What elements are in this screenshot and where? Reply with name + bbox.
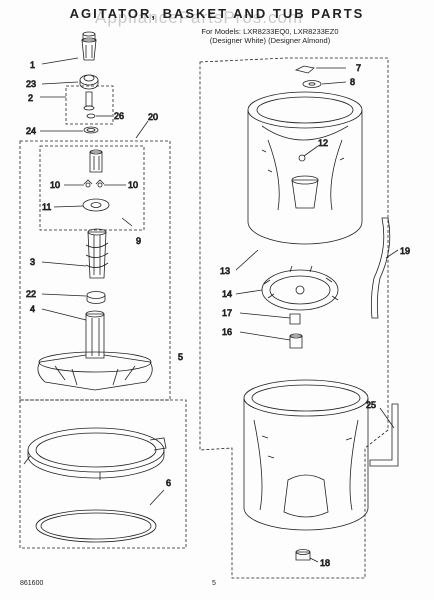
callout-16: 16	[222, 327, 232, 337]
leader-lines	[40, 57, 399, 563]
part-23-cam	[79, 74, 99, 90]
callout-3: 3	[30, 257, 35, 267]
part-7-nut	[294, 65, 315, 74]
part-19-hose	[370, 217, 391, 319]
model-colors: (Designer White) (Designer Almond)	[209, 36, 331, 45]
callout-14: 14	[222, 289, 232, 299]
part-6-ring-seal	[35, 509, 157, 543]
part-18-plug	[295, 549, 311, 561]
part-2-kit-box	[65, 85, 114, 125]
callout-4: 4	[30, 304, 35, 314]
callout-22: 22	[26, 289, 36, 299]
part-17-hub-nut	[289, 313, 301, 325]
callout-12: 12	[318, 138, 328, 148]
part-12-nut	[298, 154, 306, 162]
callout-9: 9	[136, 236, 141, 246]
model-numbers: For Models: LXR8233EQ0, LXR8233EZ0	[201, 27, 339, 36]
callout-2: 2	[28, 93, 33, 103]
part-10-dogs	[83, 179, 105, 188]
part-16-seal	[289, 333, 303, 349]
part-22-bearing	[86, 291, 106, 304]
callout-20: 20	[148, 112, 158, 122]
callout-6: 6	[166, 478, 171, 488]
callout-13: 13	[220, 266, 230, 276]
callout-10-right: 10	[128, 180, 138, 190]
part-20-box	[19, 140, 171, 401]
part-3-auger	[85, 228, 109, 279]
part-9-box	[39, 145, 145, 231]
part-11-retainer	[82, 198, 110, 212]
watermark: AppliancePartsPros.com	[95, 8, 304, 27]
callout-18: 18	[320, 558, 330, 568]
part-5-balance-ring	[23, 427, 167, 480]
part-24-seal	[83, 126, 99, 134]
part-26-spacer	[86, 113, 96, 119]
callout-7: 7	[356, 63, 361, 73]
callout-25: 25	[366, 400, 376, 410]
part-25-outer-tub	[243, 379, 399, 531]
callout-5: 5	[178, 352, 183, 362]
page-number: 5	[212, 580, 216, 587]
callout-23: 23	[26, 79, 36, 89]
callout-17: 17	[222, 308, 232, 318]
callout-10-left: 10	[50, 180, 60, 190]
part-1-agitator-cap	[81, 31, 97, 61]
tub-assembly-outline	[199, 57, 389, 579]
part-14-hub	[261, 265, 339, 311]
part-4-agitator-base	[37, 310, 153, 391]
callout-19: 19	[400, 246, 410, 256]
part-13-basket	[247, 91, 363, 245]
callout-1: 1	[30, 60, 35, 70]
part-5-box	[19, 399, 187, 549]
diagram-title: AGITATOR, BASKET AND TUB PARTS	[69, 6, 365, 21]
callout-8: 8	[350, 77, 355, 87]
callout-11: 11	[42, 202, 51, 212]
callout-26: 26	[114, 111, 124, 121]
part-2-dog-kit	[83, 91, 95, 111]
part-8-washer	[302, 80, 322, 88]
part-9-drive-bell	[89, 149, 103, 173]
diagram-code: 861600	[20, 580, 44, 587]
callout-24: 24	[26, 126, 36, 136]
